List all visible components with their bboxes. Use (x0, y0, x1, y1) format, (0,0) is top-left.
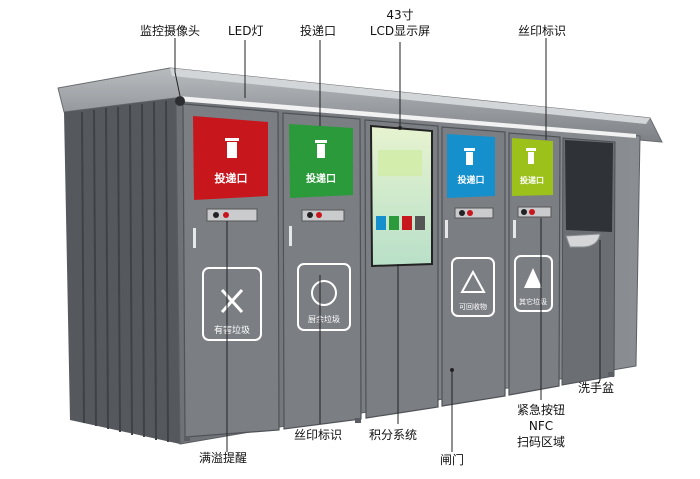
label-points: 积分系统 (369, 428, 418, 442)
leader-dots (398, 126, 454, 372)
label-drop-port: 投递口 (300, 24, 337, 38)
control-strips (206, 206, 552, 222)
label-emergency: 紧急按钮 (516, 403, 565, 417)
silk-mark-kitchen (297, 263, 351, 331)
lcd-bin-4 (415, 216, 425, 230)
door-handles (193, 220, 516, 248)
louver-slats (81, 100, 169, 443)
label-lcd-name: LCD显示屏 (369, 24, 431, 38)
side-louver-panel (64, 98, 180, 444)
silk-mark-hazardous (202, 267, 262, 341)
trash-icons (225, 138, 536, 165)
lcd-screen (369, 124, 433, 268)
silk-text-recyclable: 可回收物 (459, 302, 487, 311)
lcd-bin-1 (376, 216, 386, 230)
led-strip (178, 96, 636, 138)
label-camera: 监控摄像头 (140, 24, 201, 38)
silk-text-hazardous: 有害垃圾 (214, 324, 250, 336)
drop-label-other: 投递口 (520, 175, 544, 185)
drop-label-kitchen: 投递口 (306, 172, 336, 185)
lcd-title-block (378, 150, 422, 176)
label-sink: 洗手盆 (578, 381, 615, 395)
drop-port-panels (193, 116, 553, 200)
label-silk-bottom: 丝印标识 (294, 428, 343, 442)
base-legs (184, 372, 614, 441)
drop-port-recyclable (447, 134, 495, 198)
label-silk-top: 丝印标识 (518, 24, 567, 38)
label-lcd-size: 43寸 (386, 8, 414, 22)
sink-recess (565, 140, 613, 232)
silk-screen-marks: 有害垃圾 厨余垃圾 可回收物 其它垃圾 (202, 255, 553, 341)
label-overflow: 满溢提醒 (199, 451, 248, 465)
lcd-bin-2 (389, 216, 399, 230)
lcd-bin-3 (402, 216, 412, 230)
drop-label-hazardous: 投递口 (215, 171, 248, 185)
label-nfc: NFC (528, 419, 554, 433)
drop-label-recyclable: 投递口 (457, 174, 484, 186)
camera-icon (175, 96, 185, 106)
drop-port-kitchen (289, 124, 353, 198)
label-scan: 扫码区域 (516, 435, 565, 449)
leader-lines (174, 38, 601, 452)
sink-basin (565, 233, 601, 248)
silk-text-kitchen: 厨余垃圾 (308, 314, 340, 324)
silk-mark-recyclable (451, 257, 495, 317)
drop-port-other (512, 138, 553, 196)
label-led: LED灯 (228, 24, 264, 38)
roof-edge (170, 68, 650, 124)
silk-mark-other (514, 255, 553, 312)
silk-text-other: 其它垃圾 (519, 297, 547, 306)
label-gate: 闸门 (440, 453, 465, 467)
